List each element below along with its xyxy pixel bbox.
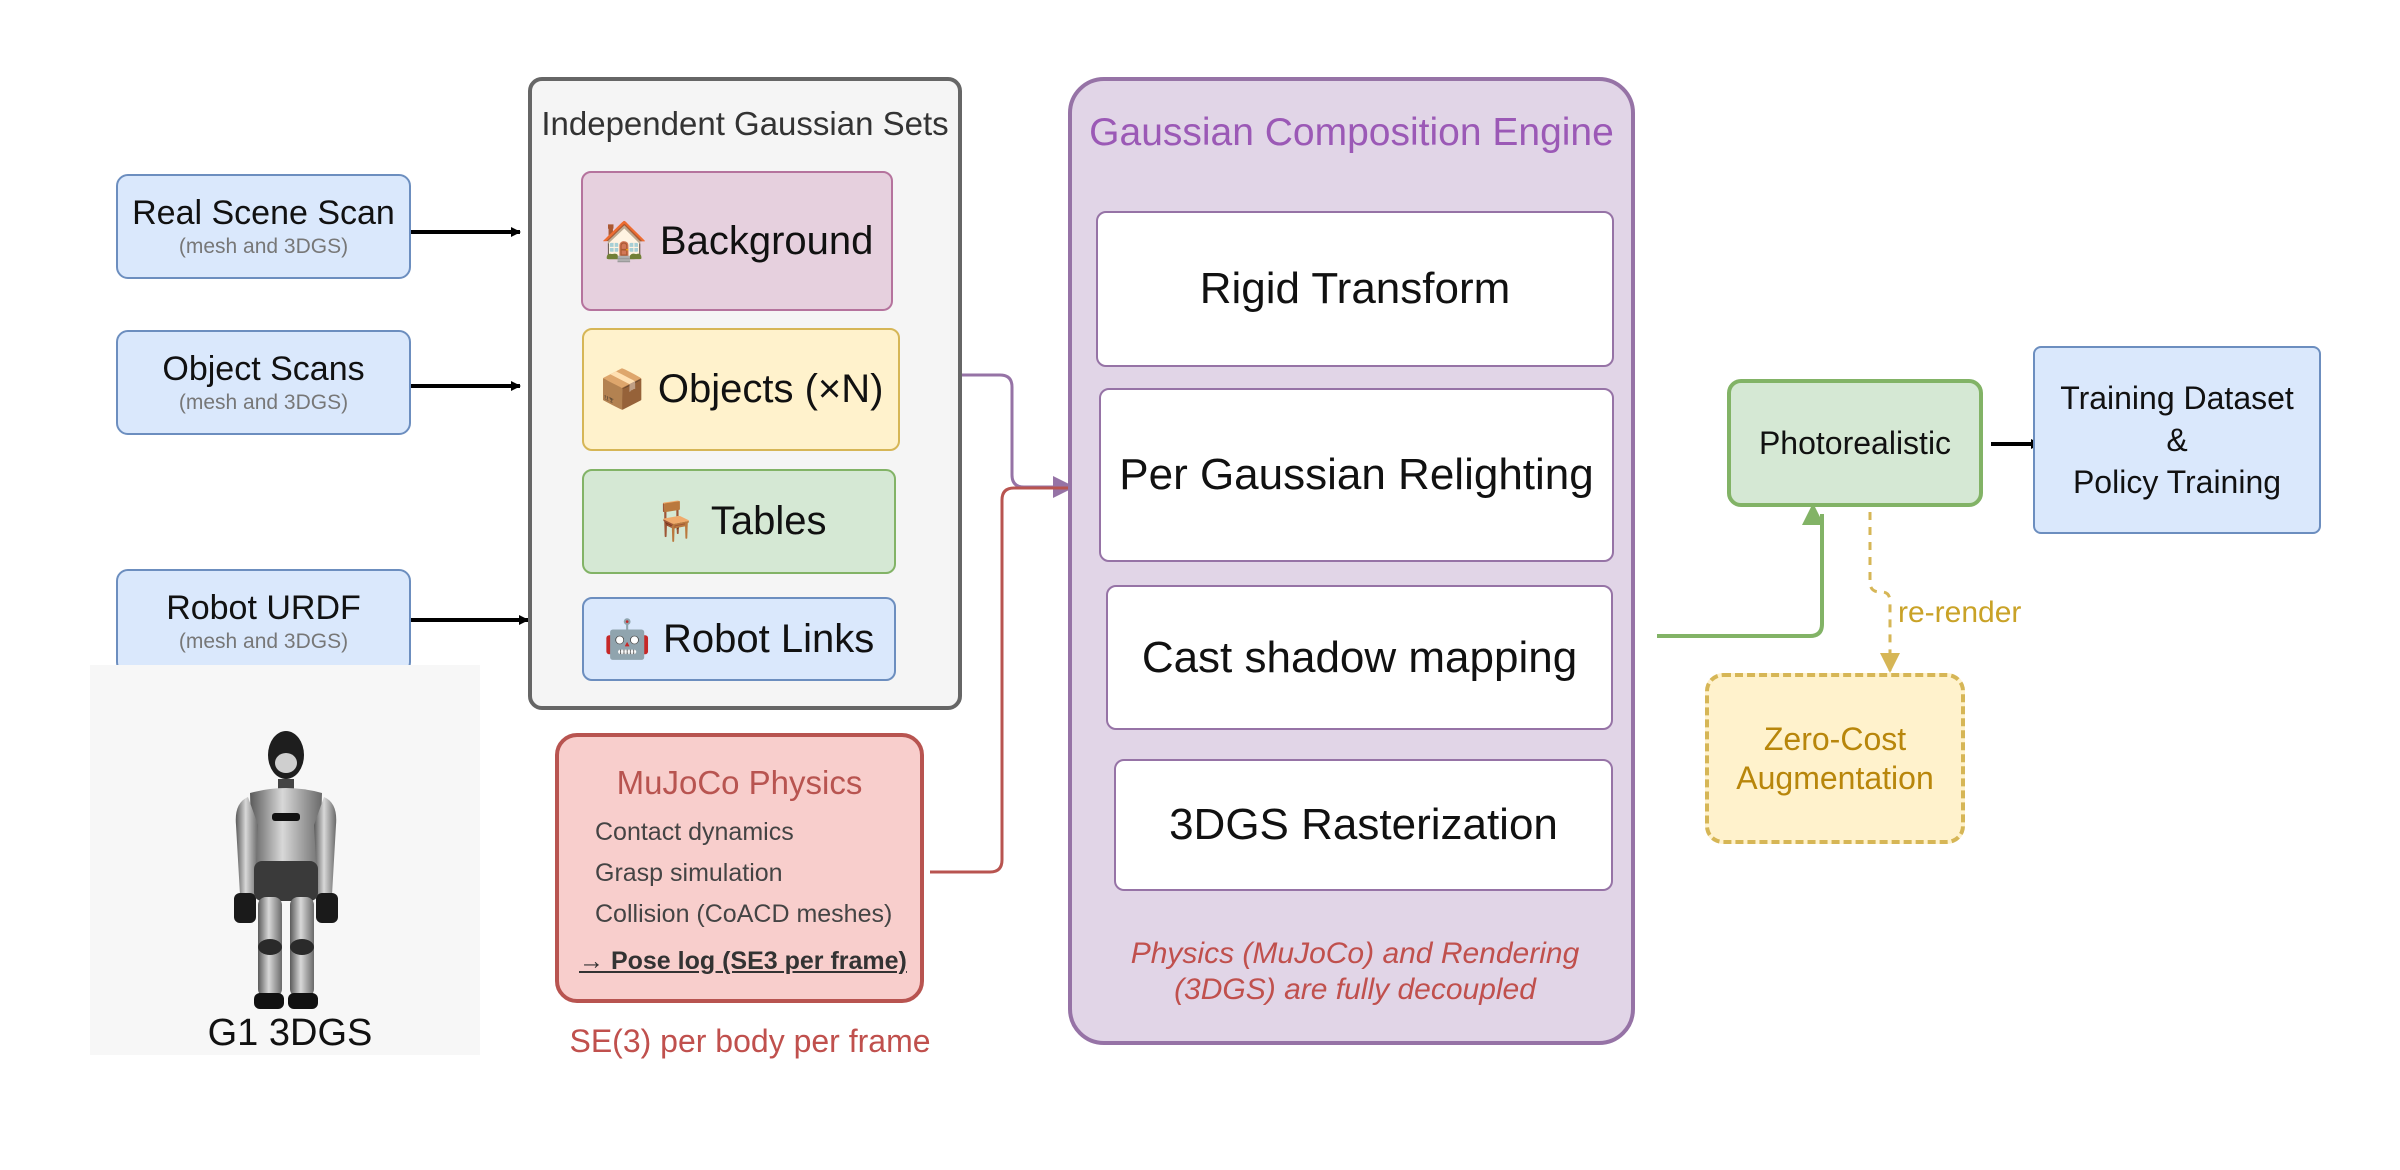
decoupling-note: Physics (MuJoCo) and Rendering (3DGS) ar…: [1110, 932, 1600, 1012]
robot-image-panel: [90, 665, 480, 1055]
real-scene-scan-subtitle: (mesh and 3DGS): [178, 234, 349, 258]
edge-photo-to-augmentation: [1868, 512, 1900, 673]
edge-physics-to-engine: [930, 486, 1073, 874]
training-dataset-line: Training Dataset: [2060, 379, 2294, 416]
physics-grasp-simulation: Grasp simulation: [595, 859, 783, 887]
real-scene-scan-title: Real Scene Scan: [132, 194, 395, 233]
gaussian-sets-title: Independent Gaussian Sets: [541, 105, 949, 142]
real-scene-scan-box: Real Scene Scan (mesh and 3DGS): [116, 174, 411, 279]
object-scans-subtitle: (mesh and 3DGS): [178, 390, 349, 414]
package-icon: 📦: [598, 367, 646, 411]
edge-sets-to-engine: [962, 373, 1075, 498]
object-scans-title: Object Scans: [162, 350, 365, 389]
house-icon: 🏠: [600, 218, 648, 263]
per-gaussian-relighting-label: Per Gaussian Relighting: [1119, 450, 1594, 499]
robot-links-set: 🤖 Robot Links: [582, 597, 896, 681]
augmentation-line-1: Zero-Cost: [1763, 721, 1907, 758]
background-set-label: Background: [659, 218, 874, 263]
policy-training-line: Policy Training: [2072, 464, 2282, 501]
training-ampersand: &: [2166, 421, 2188, 458]
edge-engine-to-photorealistic: [1657, 503, 1824, 638]
rigid-transform-step: Rigid Transform: [1096, 211, 1614, 367]
augmentation-line-2: Augmentation: [1736, 759, 1934, 796]
photorealistic-box: Photorealistic: [1727, 379, 1983, 507]
objects-set-label: Objects (×N): [657, 367, 884, 411]
g1-robot-illustration: [234, 731, 338, 1009]
physics-title: MuJoCo Physics: [616, 764, 863, 801]
photorealistic-label: Photorealistic: [1758, 424, 1952, 461]
background-set: 🏠 Background: [581, 171, 893, 311]
decoupling-note-text: Physics (MuJoCo) and Rendering (3DGS) ar…: [1130, 937, 1580, 1006]
tables-set: 🪑 Tables: [582, 469, 896, 574]
robot-urdf-subtitle: (mesh and 3DGS): [178, 629, 349, 653]
mujoco-physics-box: MuJoCo Physics Contact dynamics Grasp si…: [555, 733, 924, 1003]
chair-icon: 🪑: [651, 499, 699, 543]
re-render-label: re-render: [1898, 596, 2022, 629]
pose-log-label: → Pose log (SE3 per frame): [579, 947, 907, 975]
physics-collision: Collision (CoACD meshes): [595, 900, 893, 928]
tables-set-label: Tables: [710, 499, 827, 543]
3dgs-rasterization-label: 3DGS Rasterization: [1169, 800, 1558, 849]
rigid-transform-label: Rigid Transform: [1199, 264, 1511, 313]
cast-shadow-mapping-label: Cast shadow mapping: [1141, 632, 1578, 682]
robot-links-set-label: Robot Links: [663, 616, 875, 661]
zero-cost-augmentation-box: Zero-Cost Augmentation: [1705, 673, 1965, 844]
objects-set: 📦 Objects (×N): [582, 328, 900, 451]
robot-urdf-title: Robot URDF: [166, 589, 361, 628]
robot-caption: G1 3DGS: [207, 1012, 373, 1054]
3dgs-rasterization-step: 3DGS Rasterization: [1114, 759, 1613, 891]
cast-shadow-mapping-step: Cast shadow mapping: [1106, 585, 1613, 730]
se3-caption: SE(3) per body per frame: [569, 1023, 931, 1059]
physics-contact-dynamics: Contact dynamics: [595, 818, 794, 846]
training-dataset-box: Training Dataset & Policy Training: [2033, 346, 2321, 534]
robot-icon: 🤖: [603, 616, 652, 661]
engine-title: Gaussian Composition Engine: [1089, 111, 1614, 154]
per-gaussian-relighting-step: Per Gaussian Relighting: [1099, 388, 1614, 562]
robot-urdf-box: Robot URDF (mesh and 3DGS): [116, 569, 411, 674]
object-scans-box: Object Scans (mesh and 3DGS): [116, 330, 411, 435]
